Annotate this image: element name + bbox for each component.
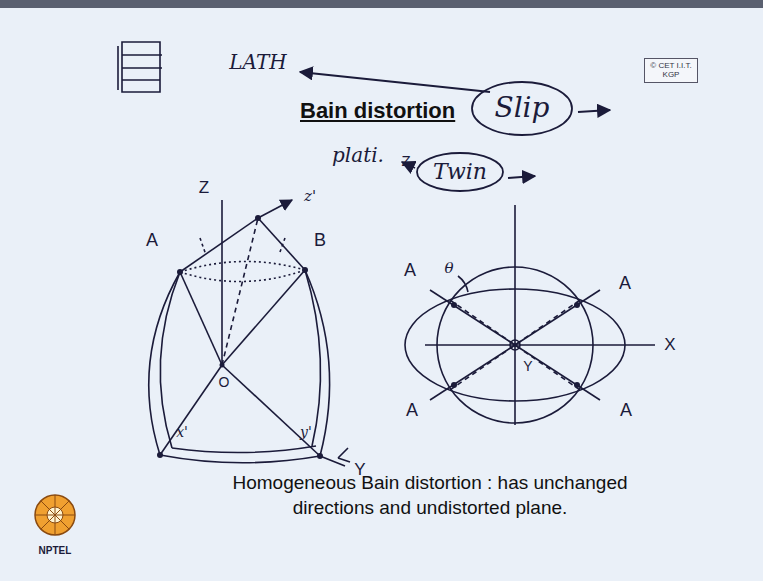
figure-label: B (314, 230, 326, 251)
circled-word: Twin (417, 153, 503, 190)
figure-label: y' (300, 424, 312, 440)
stack-sketch (118, 42, 162, 92)
node-text: © CET I.I.T. KGP (648, 61, 694, 79)
left-bain-figure (149, 200, 350, 466)
figure-label: Z (199, 178, 209, 198)
node-text: Slip (494, 92, 550, 124)
figure-label: A (406, 400, 418, 421)
right-bain-figure (405, 205, 655, 425)
figure-label: z' (304, 187, 316, 205)
figure-label: x' (176, 424, 188, 440)
figure-label: plati. (332, 143, 384, 167)
right-figure-points (451, 302, 580, 388)
figure-label: NPTEL (39, 545, 72, 556)
figure-label: LATH (229, 50, 286, 74)
left-figure-points (157, 215, 323, 459)
slide-caption: Homogeneous Bain distortion : has unchan… (205, 470, 655, 520)
figure-label: A (404, 260, 416, 281)
slide-title: Bain distortion (300, 98, 455, 124)
figure-label: A (620, 400, 632, 421)
nptel-logo (35, 495, 75, 535)
figure-label: Y (354, 460, 365, 480)
figure-label: Y (523, 358, 532, 374)
top-strip (0, 0, 763, 8)
figure-label: O (219, 374, 230, 390)
copyright-box: © CET I.I.T. KGP (644, 58, 698, 82)
figure-label: A (619, 273, 631, 294)
figure-label: θ (444, 259, 453, 277)
node-text: Twin (433, 159, 487, 184)
circled-word: Slip (472, 82, 572, 134)
figure-label: A (146, 230, 158, 251)
figure-label: Z (401, 152, 410, 169)
figure-label: X (664, 335, 675, 355)
